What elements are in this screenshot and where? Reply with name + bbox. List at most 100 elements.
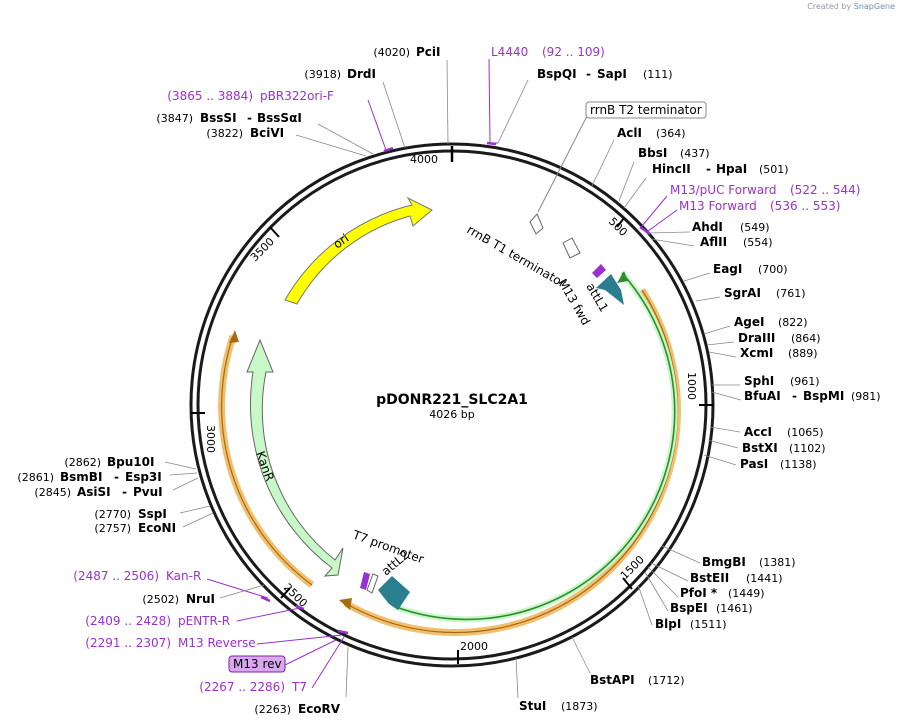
svg-text:(3918): (3918) <box>304 68 341 81</box>
left-leader-lines <box>164 59 449 698</box>
svg-text:(981): (981) <box>851 390 881 403</box>
rrnb-t1-label: rrnB T1 terminator <box>465 222 569 290</box>
svg-text:(889): (889) <box>788 347 818 360</box>
svg-text:AgeI: AgeI <box>734 315 764 329</box>
site-blpi: BlpI (1511) <box>655 617 727 631</box>
site-drdi: (3918) DrdI <box>304 67 376 81</box>
snapgene-credit: Created by SnapGene <box>807 2 895 11</box>
svg-text:L4440: L4440 <box>491 45 528 59</box>
svg-text:(549): (549) <box>740 221 770 234</box>
tick-label-3000: 3000 <box>204 425 217 453</box>
primer-leader-lines <box>206 59 678 689</box>
site-econi: (2757) EcoNI <box>94 521 176 535</box>
svg-text:(2862): (2862) <box>64 456 101 469</box>
site-bstxi: BstXI (1102) <box>742 441 826 455</box>
svg-text:-: - <box>114 470 119 484</box>
site-bmgbi: BmgBI (1381) <box>702 555 796 569</box>
svg-text:SspI: SspI <box>138 507 167 521</box>
site-bsteii: BstEII (1441) <box>690 571 783 585</box>
svg-text:(761): (761) <box>776 287 806 300</box>
site-pos: (111) <box>643 68 673 81</box>
primer-kan-r: (2487 .. 2506) Kan-R <box>73 569 201 583</box>
svg-text:XcmI: XcmI <box>740 346 773 360</box>
svg-text:(92 .. 109): (92 .. 109) <box>542 45 605 59</box>
primer-marks <box>260 141 651 635</box>
svg-text:PciI: PciI <box>416 45 441 59</box>
svg-text:T7: T7 <box>291 680 307 694</box>
svg-text:(1511): (1511) <box>690 618 727 631</box>
site-stui: StuI (1873) <box>519 699 598 713</box>
svg-text:(700): (700) <box>758 263 788 276</box>
svg-text:(1441): (1441) <box>746 572 783 585</box>
rrnb-t2-label: rrnB T2 terminator <box>590 103 702 117</box>
svg-text:M13 Forward: M13 Forward <box>679 199 757 213</box>
svg-text:(554): (554) <box>743 236 773 249</box>
primer-m13-puc-forward: M13/pUC Forward (522 .. 544) <box>670 183 860 197</box>
svg-text:(3865 .. 3884): (3865 .. 3884) <box>167 89 253 103</box>
site-ahdi: AhdI (549) <box>692 220 770 234</box>
svg-text:BciVI: BciVI <box>250 126 284 140</box>
svg-text:(822): (822) <box>778 316 808 329</box>
site-bspei: BspEI (1461) <box>670 601 753 615</box>
primer-pbr322ori-f: (3865 .. 3884) pBR322ori-F <box>167 89 334 103</box>
svg-text:-: - <box>247 111 252 125</box>
svg-text:(2502): (2502) <box>142 593 179 606</box>
svg-text:BspMI: BspMI <box>803 389 844 403</box>
plasmid-length: 4026 bp <box>429 408 474 421</box>
site-bpu10i: (2862) Bpu10I <box>64 455 154 469</box>
primer-pentr-r: (2409 .. 2428) pENTR-R <box>85 614 230 628</box>
site-bfuai-bspmi: BfuAI - BspMI (981) <box>744 389 881 403</box>
svg-text:PfoI *: PfoI * <box>680 586 718 600</box>
svg-text:-: - <box>706 162 711 176</box>
svg-text:PvuI: PvuI <box>133 485 163 499</box>
plasmid-name: pDONR221_SLC2A1 <box>376 392 528 408</box>
svg-text:HpaI: HpaI <box>716 162 747 176</box>
svg-text:AhdI: AhdI <box>692 220 723 234</box>
svg-text:(2845): (2845) <box>34 486 71 499</box>
svg-text:BstAPI: BstAPI <box>590 673 635 687</box>
svg-text:(961): (961) <box>790 375 820 388</box>
m13-rev-primer-mark <box>360 572 370 590</box>
kanr-label: KanR <box>253 449 277 483</box>
svg-text:SgrAI: SgrAI <box>724 286 761 300</box>
svg-text:Bpu10I: Bpu10I <box>107 455 154 469</box>
tick-label-1000: 1000 <box>685 372 698 400</box>
svg-text:(2267 .. 2286): (2267 .. 2286) <box>199 680 285 694</box>
site-agei: AgeI (822) <box>734 315 808 329</box>
right-leader-lines <box>497 79 742 699</box>
svg-text:AflII: AflII <box>700 235 727 249</box>
svg-text:AclI: AclI <box>617 126 642 140</box>
svg-text:Esp3I: Esp3I <box>125 470 162 484</box>
svg-text:(2487 .. 2506): (2487 .. 2506) <box>73 569 159 583</box>
svg-text:BstEII: BstEII <box>690 571 729 585</box>
site-name2: SapI <box>597 67 627 81</box>
svg-text:(1138): (1138) <box>780 458 817 471</box>
svg-text:(1381): (1381) <box>759 556 796 569</box>
svg-text:StuI: StuI <box>519 699 546 713</box>
site-sspi: (2770) SspI <box>94 507 166 521</box>
site-pasi: PasI (1138) <box>740 457 817 471</box>
svg-text:(2861): (2861) <box>17 471 54 484</box>
svg-text:(3847): (3847) <box>156 112 193 125</box>
site-aflii: AflII (554) <box>700 235 773 249</box>
position-ticks <box>191 146 713 664</box>
svg-text:BbsI: BbsI <box>638 146 667 160</box>
site-acci: AccI (1065) <box>744 425 824 439</box>
tick-label-2000: 2000 <box>460 640 488 653</box>
svg-text:(2263): (2263) <box>254 703 291 716</box>
svg-text:DraIII: DraIII <box>738 331 775 345</box>
svg-text:(1065): (1065) <box>787 426 824 439</box>
svg-text:(1449): (1449) <box>728 587 765 600</box>
svg-text:-: - <box>122 485 127 499</box>
site-hincii-hpai: HincII - HpaI (501) <box>652 162 789 176</box>
svg-text:-: - <box>792 389 797 403</box>
t7-promoter-shape <box>366 573 379 594</box>
svg-text:(364): (364) <box>656 127 686 140</box>
svg-text:(437): (437) <box>680 147 710 160</box>
primer-m13-reverse: (2291 .. 2307) M13 Reverse <box>85 636 255 650</box>
orf-arc-left-arrowhead <box>229 330 239 343</box>
svg-text:(2757): (2757) <box>94 522 131 535</box>
site-bcivi: (3822) BciVI <box>206 126 284 140</box>
site-eagi: EagI (700) <box>713 262 788 276</box>
